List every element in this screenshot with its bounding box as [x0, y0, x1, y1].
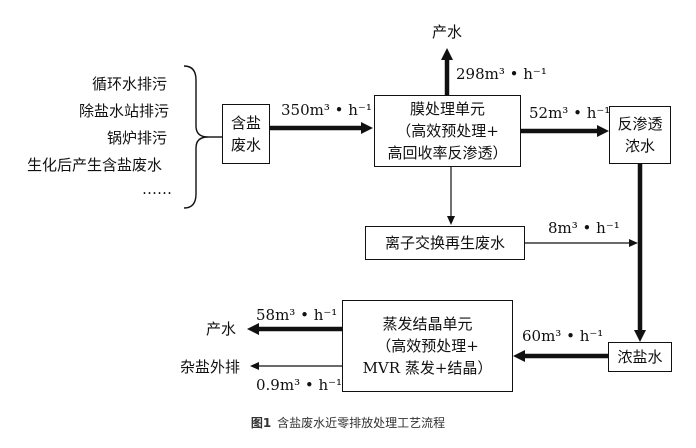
box-evap-line1: 蒸发结晶单元 [382, 315, 473, 333]
box-evap-line2: （高效预处理+ [376, 337, 479, 355]
box-ion-line1: 离子交换再生废水 [384, 234, 505, 252]
output-product-water-bottom: 产水 [206, 320, 237, 338]
figure-label: 图1 [250, 416, 272, 430]
box-evaporation-unit: 蒸发结晶单元 （高效预处理+ MVR 蒸发+结晶） [342, 300, 513, 392]
source-cooling-water: 循环水排污 [92, 75, 168, 93]
sources-brace [183, 65, 209, 209]
flow-label-52: 52m³ • h⁻¹ [529, 104, 611, 122]
box-membrane-line1: 膜处理单元 [409, 100, 485, 118]
flow-label-8: 8m³ • h⁻¹ [548, 219, 620, 237]
figure-caption: 图1 含盐废水近零排放处理工艺流程 [0, 414, 696, 431]
source-ellipsis: …… [142, 180, 172, 198]
box-saline-line2: 废水 [230, 136, 261, 154]
flow-label-60: 60m³ • h⁻¹ [522, 327, 604, 345]
box-membrane-line2: （高效预处理+ [396, 122, 499, 140]
box-saline-wastewater: 含盐 废水 [222, 104, 270, 164]
box-ro-line2: 浓水 [624, 137, 655, 155]
box-ion-exchange: 离子交换再生废水 [365, 226, 525, 260]
flow-label-58: 58m³ • h⁻¹ [256, 306, 338, 324]
output-product-water-top: 产水 [432, 23, 463, 41]
box-membrane-line3: 高回收率反渗透） [387, 144, 508, 162]
box-ro-line1: 反渗透 [617, 115, 663, 133]
flow-label-350: 350m³ • h⁻¹ [281, 101, 372, 119]
source-biochemical: 生化后产生含盐废水 [27, 156, 163, 174]
box-membrane-unit: 膜处理单元 （高效预处理+ 高回收率反渗透） [374, 95, 521, 167]
flow-label-0-9: 0.9m³ • h⁻¹ [256, 376, 343, 394]
figure-title: 含盐废水近零排放处理工艺流程 [277, 416, 446, 430]
output-mixed-salt: 杂盐外排 [180, 358, 241, 376]
source-desalting-station: 除盐水站排污 [79, 102, 170, 120]
box-brine-line1: 浓盐水 [617, 348, 663, 366]
box-ro-concentrate: 反渗透 浓水 [609, 106, 671, 164]
box-evap-line3: MVR 蒸发+结晶） [362, 359, 493, 377]
flow-label-298: 298m³ • h⁻¹ [456, 65, 547, 83]
box-saline-line1: 含盐 [230, 114, 261, 132]
source-boiler: 锅炉排污 [107, 129, 168, 147]
box-brine: 浓盐水 [608, 342, 672, 372]
